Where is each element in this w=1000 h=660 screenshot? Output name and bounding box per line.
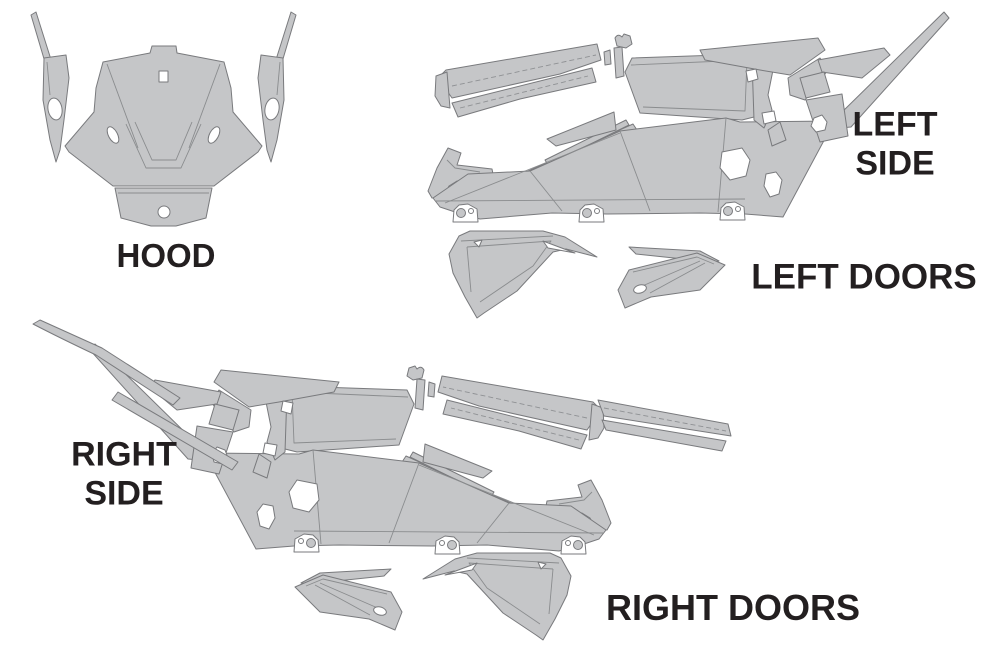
right-side-label-line2: SIDE [84, 475, 164, 513]
tail-strip-short [111, 391, 239, 471]
hood-chin-piece [114, 187, 213, 227]
hood-wing-left [42, 54, 70, 163]
left-doors-label: LEFT DOORS [751, 257, 977, 297]
bed-extension-lower [601, 419, 727, 452]
hood-channel-inner [134, 121, 193, 161]
hood-teardrop-right [207, 126, 221, 144]
left-side-label-line1: LEFT [852, 105, 938, 144]
hood-wing-right [257, 54, 285, 163]
right-side-extra-pieces [32, 319, 732, 471]
hood-crease-left [106, 63, 139, 149]
hood-label: HOOD [116, 236, 216, 274]
hood-pattern [30, 11, 297, 227]
right-side-label: RIGHT SIDE [71, 436, 177, 515]
right-doors-label: RIGHT DOORS [605, 587, 861, 629]
right-side-label-line1: RIGHT [71, 435, 177, 474]
right-doors-pattern [294, 552, 572, 641]
tail-strip-long [32, 319, 181, 406]
bed-extension-upper [597, 399, 732, 437]
hood-crease-right [188, 63, 221, 149]
hood-main-body [64, 45, 263, 187]
left-doors-pattern [448, 230, 726, 319]
left-side-label: LEFT SIDE [853, 106, 938, 185]
hood-channel-outer [125, 123, 202, 169]
bed-extension-hatch [603, 407, 727, 432]
hood-scoop-notch [158, 70, 169, 83]
left-side-label-line2: SIDE [855, 145, 935, 183]
hood-teardrop-left [106, 126, 120, 144]
